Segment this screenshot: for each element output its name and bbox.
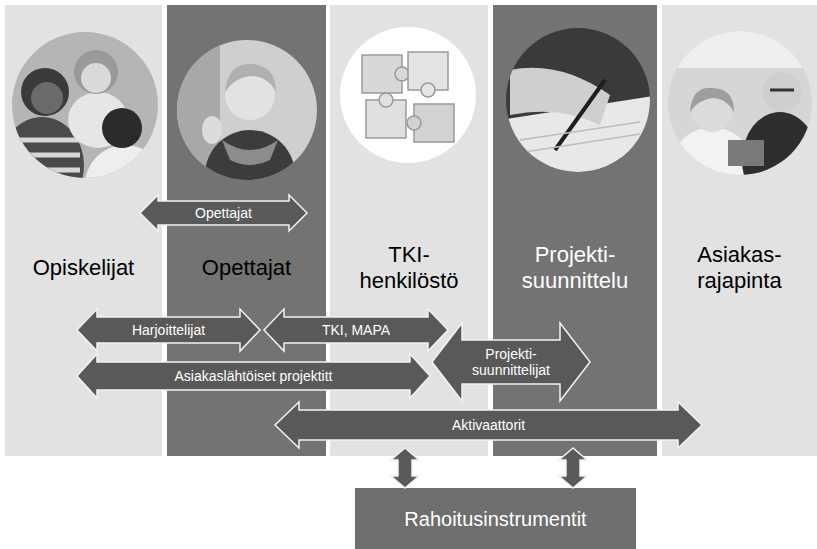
funding-box: Rahoitusinstrumentit (355, 488, 636, 549)
arrow-label-holder: Opettajat (195, 205, 252, 221)
double-arrow (264, 309, 448, 351)
band-title: Opettajat (202, 255, 291, 281)
band-title: TKI- henkilöstö (359, 242, 458, 295)
arrow-label: Aktivaattorit (452, 417, 525, 433)
arrow-label-holder: Projekti- suunnittelijat (472, 346, 550, 378)
arrow-label-holder: Aktivaattorit (452, 417, 525, 433)
client-meeting-photo (665, 28, 817, 208)
double-arrow (77, 309, 260, 351)
puzzle-picture (335, 25, 485, 165)
arrow-label: Harjoittelijat (132, 322, 205, 338)
arrow-label: Projekti- suunnittelijat (472, 346, 550, 378)
double-arrow (559, 448, 587, 488)
arrow-label: Opettajat (195, 205, 252, 221)
teacher-photo (170, 35, 330, 220)
arrow-label-holder: Harjoittelijat (132, 322, 205, 338)
arrow-label: TKI, MAPA (322, 322, 390, 338)
writing-photo (500, 25, 660, 175)
band-title: Opiskelijat (33, 255, 134, 281)
arrow-label-holder: TKI, MAPA (322, 322, 390, 338)
double-arrow (275, 402, 702, 448)
students-photo (0, 20, 170, 225)
box-label: Rahoitusinstrumentit (404, 507, 586, 531)
band-title: Asiakas- rajapinta (697, 242, 781, 295)
band-title: Projekti- suunnittelu (522, 242, 628, 295)
arrow-label-holder: Asiakaslähtöiset projektitt (175, 368, 333, 384)
double-arrow (432, 323, 590, 401)
double-arrow (77, 354, 430, 398)
arrow-label: Asiakaslähtöiset projektitt (175, 368, 333, 384)
double-arrow (391, 448, 419, 488)
double-arrow (140, 195, 307, 231)
